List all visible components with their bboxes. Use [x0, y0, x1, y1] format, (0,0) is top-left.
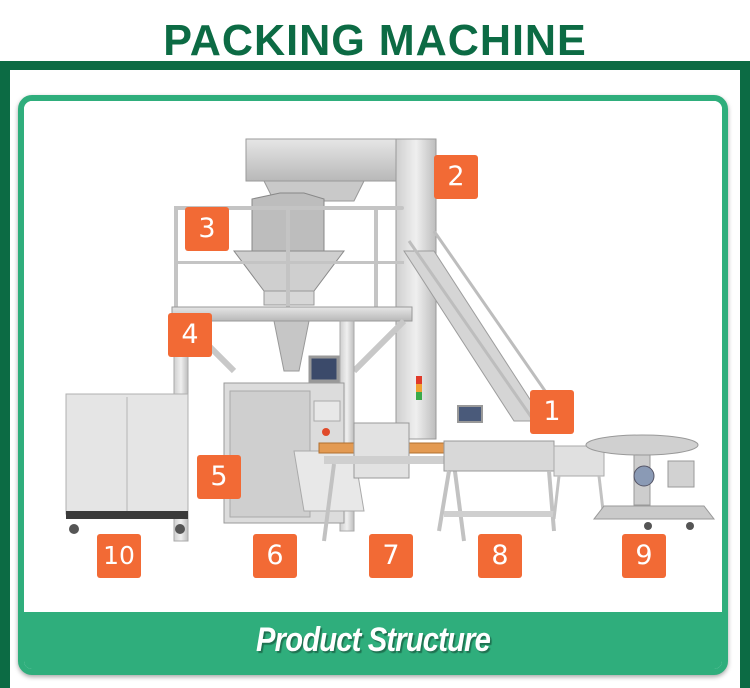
label-badge-10: 10 [97, 534, 141, 578]
label-badge-7: 7 [369, 534, 413, 578]
label-badge-8: 8 [478, 534, 522, 578]
product-structure-card: 1 2 3 4 5 6 7 8 9 10 Product Structure [18, 95, 728, 675]
frame-right-border [740, 61, 750, 688]
frame-top-border [0, 61, 750, 70]
label-badge-1: 1 [530, 390, 574, 434]
machine-photo: 1 2 3 4 5 6 7 8 9 10 [24, 101, 722, 612]
packing-machine-illustration [65, 138, 716, 542]
label-badge-6: 6 [253, 534, 297, 578]
label-badge-3: 3 [185, 207, 229, 251]
label-badge-2: 2 [434, 155, 478, 199]
page-title: PACKING MACHINE [163, 16, 587, 65]
label-badge-9: 9 [622, 534, 666, 578]
caption-text: Product Structure [256, 621, 491, 659]
frame-left-border [0, 61, 10, 688]
caption-band: Product Structure [24, 612, 722, 669]
label-badge-4: 4 [168, 313, 212, 357]
label-badge-5: 5 [197, 455, 241, 499]
